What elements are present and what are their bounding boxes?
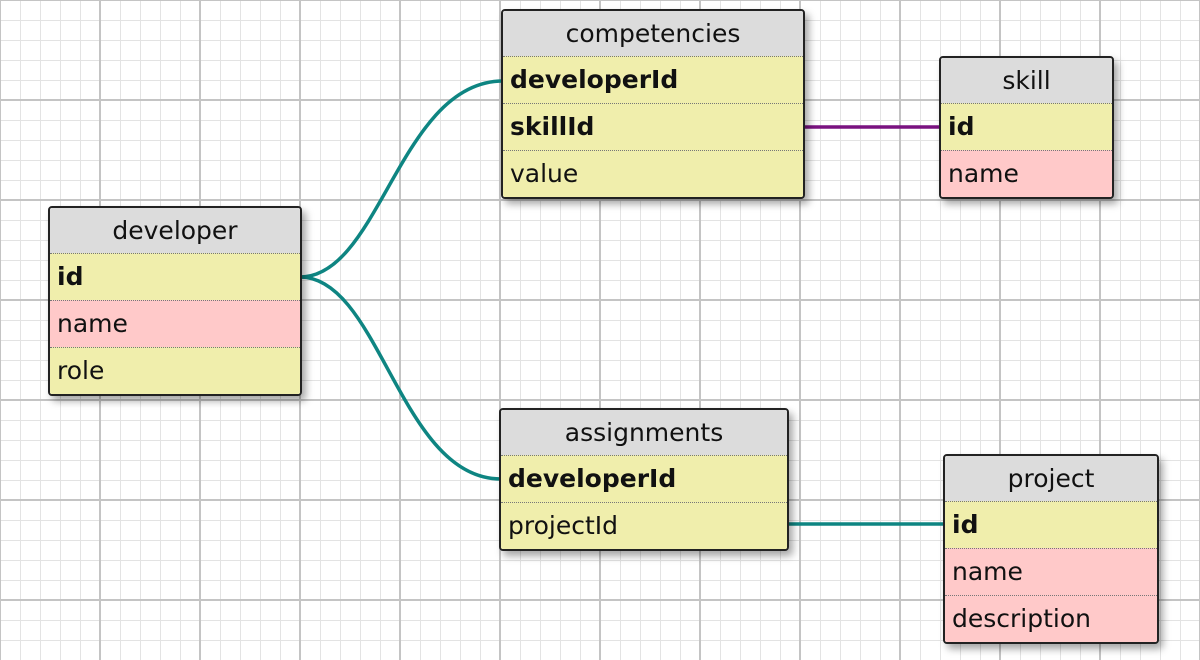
field-assignments-developerid[interactable]: developerId (501, 455, 787, 502)
relation-developer-assignments[interactable] (299, 275, 502, 481)
field-competencies-skillid[interactable]: skillId (503, 103, 803, 150)
field-project-name[interactable]: name (945, 548, 1157, 595)
table-competencies-title: competencies (503, 11, 803, 56)
field-developer-id[interactable]: id (50, 253, 300, 300)
table-developer[interactable]: developer id name role (48, 206, 302, 396)
field-skill-name[interactable]: name (941, 150, 1112, 197)
table-project[interactable]: project id name description (943, 454, 1159, 644)
table-assignments[interactable]: assignments developerId projectId (499, 408, 789, 551)
field-skill-id[interactable]: id (941, 103, 1112, 150)
field-project-description[interactable]: description (945, 595, 1157, 642)
table-skill-title: skill (941, 58, 1112, 103)
table-assignments-title: assignments (501, 410, 787, 455)
field-developer-role[interactable]: role (50, 347, 300, 394)
field-competencies-value[interactable]: value (503, 150, 803, 197)
field-project-id[interactable]: id (945, 501, 1157, 548)
field-developer-name[interactable]: name (50, 300, 300, 347)
field-competencies-developerid[interactable]: developerId (503, 56, 803, 103)
table-project-title: project (945, 456, 1157, 501)
relation-developer-competencies[interactable] (299, 79, 504, 279)
table-developer-title: developer (50, 208, 300, 253)
table-competencies[interactable]: competencies developerId skillId value (501, 9, 805, 199)
table-skill[interactable]: skill id name (939, 56, 1114, 199)
field-assignments-projectid[interactable]: projectId (501, 502, 787, 549)
